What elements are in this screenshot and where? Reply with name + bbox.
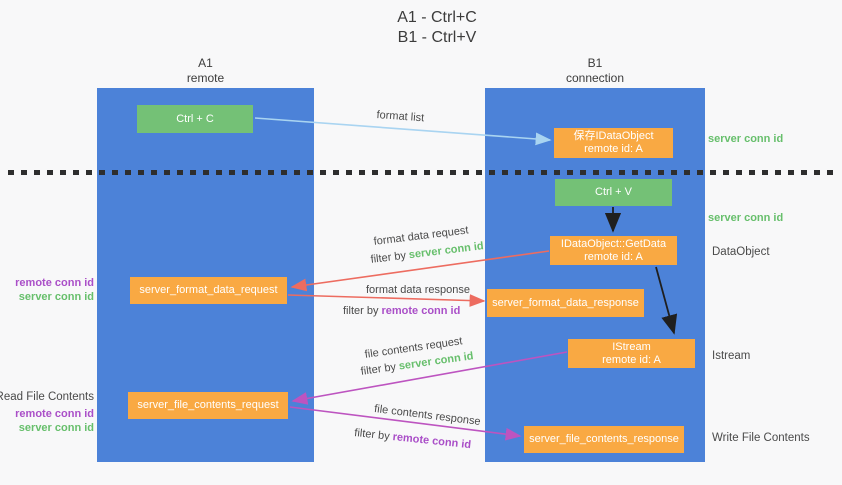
filter-by-text: filter by: [360, 361, 397, 378]
node-istream-line2: remote id: A: [602, 353, 661, 366]
left-conn-id-labels-1: remote conn id server conn id: [0, 276, 94, 304]
column-a1-subtitle: remote: [186, 71, 225, 85]
right-server-conn-id-2: server conn id: [708, 212, 784, 224]
node-ctrl-c-label: Ctrl + C: [176, 112, 214, 125]
filter-by-text: filter by: [343, 305, 379, 317]
node-server-file-contents-request: server_file_contents_request: [128, 392, 288, 419]
dotted-divider: [8, 170, 835, 175]
remote-conn-id-text: remote conn id: [392, 431, 472, 452]
node-idataobject-getdata: IDataObject::GetData remote id: A: [550, 236, 677, 265]
column-header-a1: A1 remote: [97, 56, 314, 86]
node-ctrl-c: Ctrl + C: [137, 105, 253, 133]
left-remote-conn-id-2: remote conn id: [15, 408, 94, 420]
remote-conn-id-text: remote conn id: [381, 305, 461, 317]
node-save-idataobject-line2: remote id: A: [584, 143, 643, 155]
node-server-file-contents-request-label: server_file_contents_request: [137, 399, 279, 411]
node-server-format-data-response-label: server_format_data_response: [492, 296, 639, 309]
filter-by-text: filter by: [370, 249, 407, 266]
label-istream: Istream: [712, 350, 751, 362]
node-server-format-data-request-label: server_format_data_request: [139, 284, 278, 296]
node-ctrl-v: Ctrl + V: [555, 179, 672, 206]
left-server-conn-id-2: server conn id: [18, 422, 94, 434]
diagram-title: A1 - Ctrl+C B1 - Ctrl+V: [337, 8, 537, 48]
column-a1-name: A1: [198, 56, 213, 70]
column-header-b1: B1 connection: [485, 56, 705, 86]
node-server-format-data-request: server_format_data_request: [130, 277, 287, 304]
node-idataobject-getdata-line2: remote id: A: [584, 250, 643, 263]
node-idataobject-getdata-line1: IDataObject::GetData: [560, 237, 667, 250]
column-b1-name: B1: [587, 56, 603, 70]
node-save-idataobject-line1: 保存IDataObject: [573, 130, 654, 142]
label-dataobject: DataObject: [712, 246, 770, 258]
node-server-format-data-response: server_format_data_response: [487, 289, 644, 317]
label-read-file-contents: Read File Contents: [0, 391, 94, 403]
left-remote-conn-id-1: remote conn id: [15, 277, 94, 289]
label-write-file-contents: Write File Contents: [712, 432, 810, 444]
title-line-1: A1 - Ctrl+C: [397, 9, 477, 26]
node-save-idataobject: 保存IDataObject remote id: A: [554, 128, 673, 158]
label-file-contents-response: file contents response: [373, 403, 482, 428]
node-istream-line1: IStream: [612, 340, 651, 353]
left-server-conn-id-1: server conn id: [18, 291, 94, 303]
node-ctrl-v-label: Ctrl + V: [595, 186, 632, 198]
node-server-file-contents-response: server_file_contents_response: [524, 426, 684, 453]
column-b1-subtitle: connection: [565, 71, 625, 85]
left-conn-id-labels-2: remote conn id server conn id: [0, 407, 94, 435]
title-line-2: B1 - Ctrl+V: [397, 29, 477, 46]
right-server-conn-id-1: server conn id: [708, 133, 784, 145]
server-conn-id-text: server conn id: [408, 240, 485, 262]
node-istream: IStream remote id: A: [568, 339, 695, 368]
node-server-file-contents-response-label: server_file_contents_response: [529, 433, 679, 445]
filter-by-text: filter by: [353, 427, 391, 443]
label-format-list: format list: [376, 109, 425, 125]
label-format-data-response: format data response: [366, 284, 470, 296]
